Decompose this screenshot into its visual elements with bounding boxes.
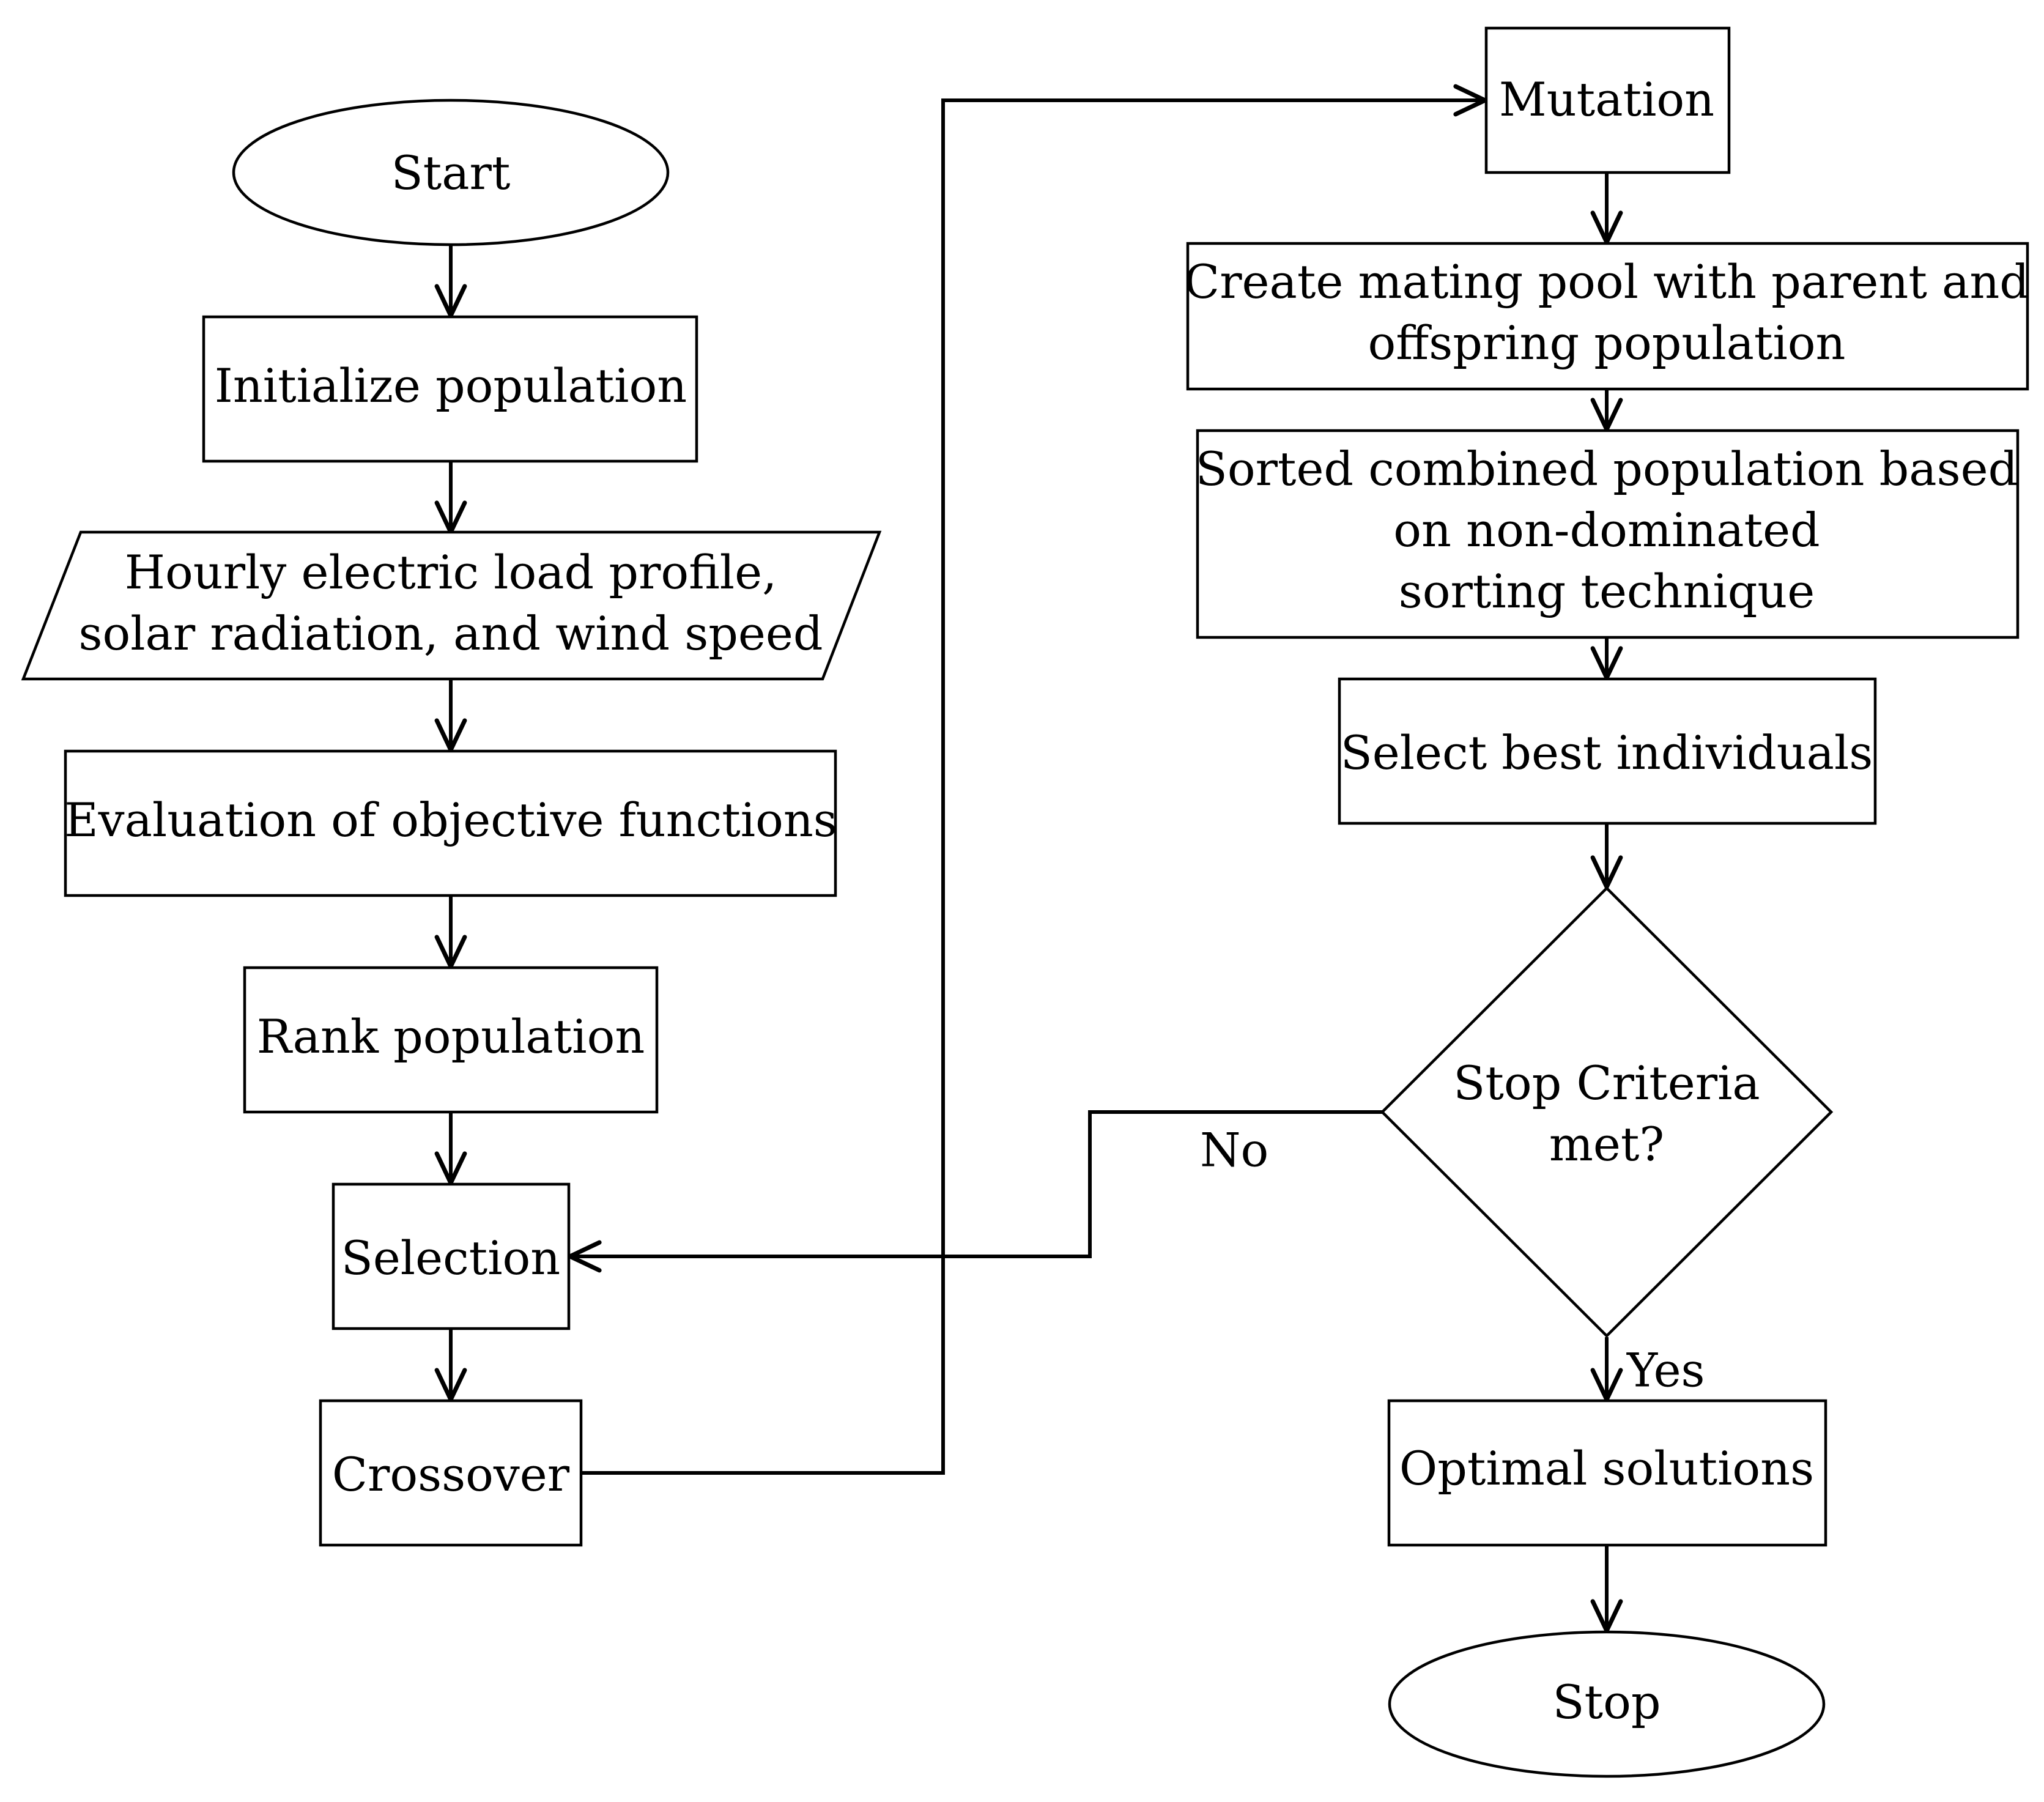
edge-crossover-to-mutation bbox=[581, 84, 1487, 1475]
optimal-solutions-label: Optimal solutions bbox=[1399, 1441, 1814, 1496]
edge-label-no: No bbox=[1200, 1123, 1268, 1177]
input-data-node bbox=[21, 530, 882, 681]
label-line: Start bbox=[391, 146, 511, 200]
label-line: Select best individuals bbox=[1341, 725, 1873, 780]
selection-node bbox=[331, 1182, 571, 1330]
edge-label-yes: Yes bbox=[1626, 1343, 1705, 1398]
label-line: Crossover bbox=[332, 1447, 570, 1502]
edge-decision-no-to-selection bbox=[568, 1110, 1382, 1273]
decision-label: Stop Criteria met? bbox=[1453, 1056, 1760, 1171]
rank-population-node bbox=[243, 966, 659, 1114]
mutation-node bbox=[1484, 26, 1731, 174]
label-line: Rank population bbox=[257, 1009, 645, 1064]
label-line: Create mating pool with parent and bbox=[1184, 254, 2029, 309]
label-line: met? bbox=[1549, 1117, 1664, 1171]
sorted-population-node bbox=[1196, 429, 2020, 639]
decision-node bbox=[1380, 886, 1834, 1338]
input-data-label: Hourly electric load profile, solar radia… bbox=[78, 545, 823, 661]
label-line: Stop bbox=[1552, 1675, 1661, 1729]
label-line: Mutation bbox=[1499, 72, 1714, 127]
crossover-label: Crossover bbox=[332, 1447, 570, 1502]
label-line: Optimal solutions bbox=[1399, 1441, 1814, 1496]
evaluation-node bbox=[64, 749, 837, 897]
edges bbox=[434, 84, 1623, 1633]
initialize-population-label: Initialize population bbox=[215, 358, 687, 413]
initialize-population-node bbox=[202, 315, 698, 463]
label-line: offspring population bbox=[1368, 316, 1846, 370]
start-node-label: Start bbox=[391, 146, 511, 200]
label-line: Hourly electric load profile, bbox=[125, 545, 777, 599]
evaluation-label: Evaluation of objective functions bbox=[64, 793, 837, 847]
label-line: Evaluation of objective functions bbox=[64, 793, 837, 847]
mating-pool-node bbox=[1186, 242, 2029, 391]
select-best-node bbox=[1338, 677, 1877, 825]
mutation-label: Mutation bbox=[1499, 72, 1714, 127]
stop-node bbox=[1388, 1630, 1826, 1778]
crossover-node bbox=[319, 1399, 583, 1547]
label-line: Selection bbox=[341, 1231, 560, 1285]
label-line: solar radiation, and wind speed bbox=[78, 606, 823, 661]
rank-population-label: Rank population bbox=[257, 1009, 645, 1064]
label-line: sorting technique bbox=[1399, 564, 1815, 618]
mating-pool-label: Create mating pool with parent and offspr… bbox=[1184, 254, 2029, 370]
edge-labels: No Yes bbox=[1200, 1123, 1705, 1398]
nodes: Start Initialize population Hourly elect… bbox=[21, 26, 2029, 1778]
label-line: Initialize population bbox=[215, 358, 687, 413]
label-line: Stop Criteria bbox=[1453, 1056, 1760, 1110]
start-node bbox=[232, 98, 670, 247]
select-best-label: Select best individuals bbox=[1341, 725, 1873, 780]
selection-label: Selection bbox=[341, 1231, 560, 1285]
sorted-population-label: Sorted combined population based on non-d… bbox=[1196, 442, 2018, 618]
label-line: Sorted combined population based bbox=[1196, 442, 2018, 496]
stop-node-label: Stop bbox=[1552, 1675, 1661, 1729]
label-line: on non-dominated bbox=[1393, 503, 1820, 557]
optimal-solutions-node bbox=[1387, 1399, 1827, 1547]
